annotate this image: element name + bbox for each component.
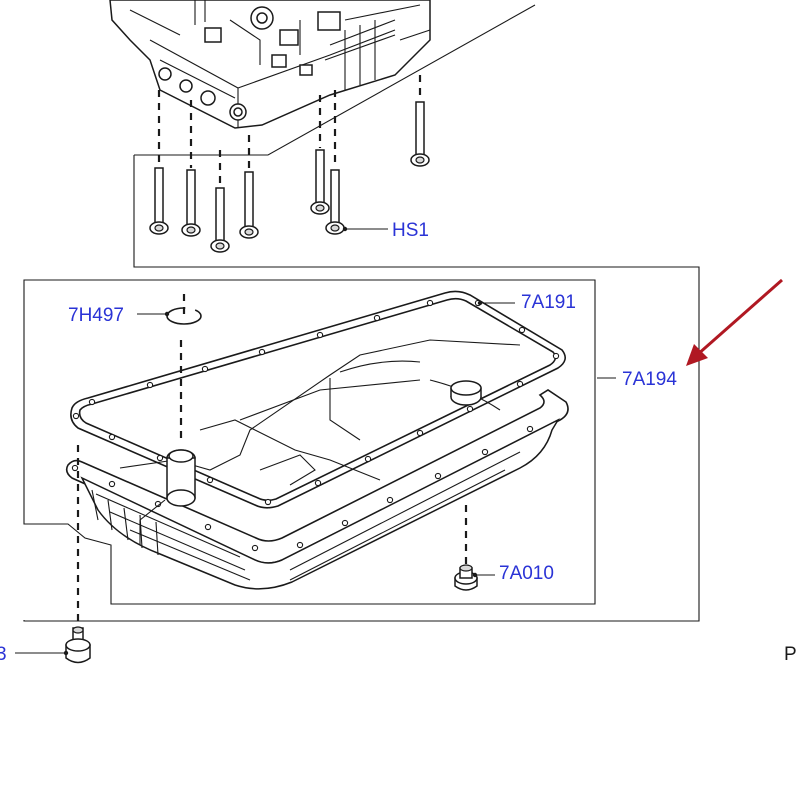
callout-7a191: 7A191 [521,292,576,313]
pan-group-frame [23,279,596,605]
valve-body-bolts [149,101,430,253]
bolt [410,101,430,167]
bolt-guide-lines [76,75,468,625]
upper-group-frame-top [134,4,536,156]
callout-7h497: 7H497 [68,305,124,326]
callout-right-cut: P [784,644,797,665]
bolt [310,149,330,215]
leader-lines [15,226,616,656]
oil-filter-neck [166,449,196,507]
gasket-holes [72,299,560,506]
drain-plug [454,564,478,591]
upper-group-frame [133,155,700,622]
bolt [149,167,169,235]
bolt [210,187,230,253]
callout-7a010: 7A010 [499,563,554,584]
callout-left-cut: 3 [0,644,7,665]
pan-gasket [70,290,566,509]
pan-bolt [65,626,91,664]
valve-body [109,0,431,129]
bolt [325,169,345,235]
outer-frame-bottom [23,620,595,622]
oil-pan [65,339,569,590]
pan-plug-boss [450,380,482,406]
bolt [239,171,259,239]
callout-7a194: 7A194 [622,369,677,390]
retaining-clip [166,294,202,325]
pan-flange-holes [71,425,534,552]
highlight-arrow [686,278,783,366]
callout-hs1: HS1 [392,220,429,241]
bolt [181,169,201,237]
